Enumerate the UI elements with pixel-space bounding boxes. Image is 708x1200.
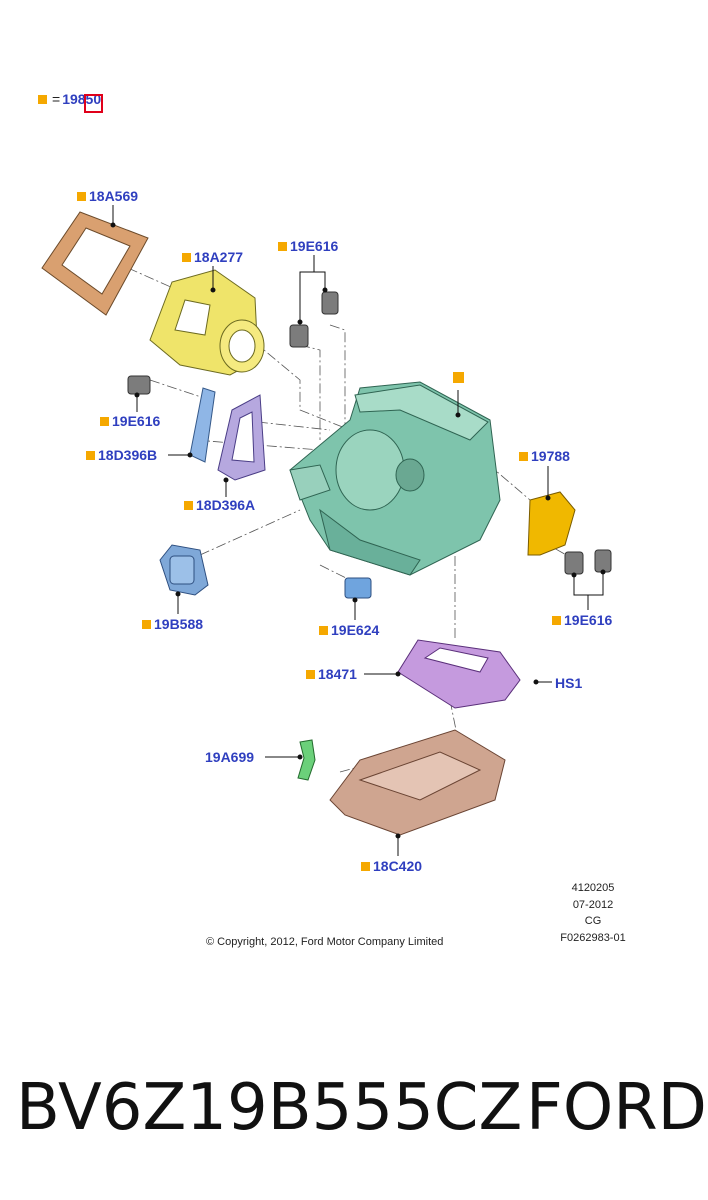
label-18A569[interactable]: 18A569 xyxy=(77,188,138,204)
drawing-date: 07-2012 xyxy=(572,898,614,911)
marker-square-icon xyxy=(361,862,370,871)
label-18D396A[interactable]: 18D396A xyxy=(184,497,255,513)
part-19E616-left xyxy=(127,375,151,395)
label-19E616-left[interactable]: 19E616 xyxy=(100,413,160,429)
part-18A569 xyxy=(41,211,149,316)
part-19E616-right xyxy=(564,549,612,575)
brand-name: FORD xyxy=(526,1071,707,1145)
marker-square-icon xyxy=(182,253,191,262)
part-19E624 xyxy=(344,577,372,599)
label-HS1[interactable]: HS1 xyxy=(555,675,583,691)
part-18D396B xyxy=(189,387,216,463)
marker-square-icon xyxy=(552,616,561,625)
label-19B588[interactable]: 19B588 xyxy=(142,616,203,632)
part-18C420 xyxy=(329,729,506,836)
exploded-parts-diagram xyxy=(41,205,612,856)
part-18A277 xyxy=(149,269,265,376)
label-18A277[interactable]: 18A277 xyxy=(182,249,243,265)
label-19788[interactable]: 19788 xyxy=(519,448,570,464)
part-19A699 xyxy=(297,739,316,781)
copyright-notice: © Copyright, 2012, Ford Motor Company Li… xyxy=(206,936,444,948)
label-main-unit-marker[interactable] xyxy=(453,370,467,386)
part-18D396A xyxy=(217,394,266,481)
part-19B588 xyxy=(159,544,209,596)
part-number: BV6Z19B555CZ xyxy=(16,1071,523,1145)
drawing-ref: F0262983-01 xyxy=(560,931,626,944)
highlight-box xyxy=(84,94,103,113)
marker-square-icon xyxy=(38,95,47,104)
marker-square-icon xyxy=(142,620,151,629)
marker-square-icon xyxy=(306,670,315,679)
label-18D396B[interactable]: 18D396B xyxy=(86,447,157,463)
part-19788 xyxy=(527,491,576,556)
marker-square-icon xyxy=(77,192,86,201)
label-18C420[interactable]: 18C420 xyxy=(361,858,422,874)
label-18471[interactable]: 18471 xyxy=(306,666,357,682)
drawing-initials: CG xyxy=(584,915,602,927)
part-18471 xyxy=(397,639,521,709)
label-19A699[interactable]: 19A699 xyxy=(205,749,255,765)
drawing-meta: 4120205 07-2012 CG F0262983-01 xyxy=(548,880,638,946)
label-19E616-top[interactable]: 19E616 xyxy=(278,238,338,254)
label-19E616-right[interactable]: 19E616 xyxy=(552,612,612,628)
assembly-lines xyxy=(127,267,576,773)
marker-square-icon xyxy=(278,242,287,251)
marker-square-icon xyxy=(453,372,464,383)
marker-square-icon xyxy=(519,452,528,461)
label-19E624[interactable]: 19E624 xyxy=(319,622,379,638)
footer-caption: BV6Z19B555CZ FORD xyxy=(16,1068,707,1148)
legend-equals: = xyxy=(52,91,61,107)
drawing-code: 4120205 xyxy=(571,882,615,894)
marker-square-icon xyxy=(86,451,95,460)
marker-square-icon xyxy=(100,417,109,426)
part-19E616-top xyxy=(289,291,339,348)
marker-square-icon xyxy=(184,501,193,510)
marker-square-icon xyxy=(319,626,328,635)
leader-lines xyxy=(110,205,606,856)
part-main-hvac-unit xyxy=(289,381,501,576)
